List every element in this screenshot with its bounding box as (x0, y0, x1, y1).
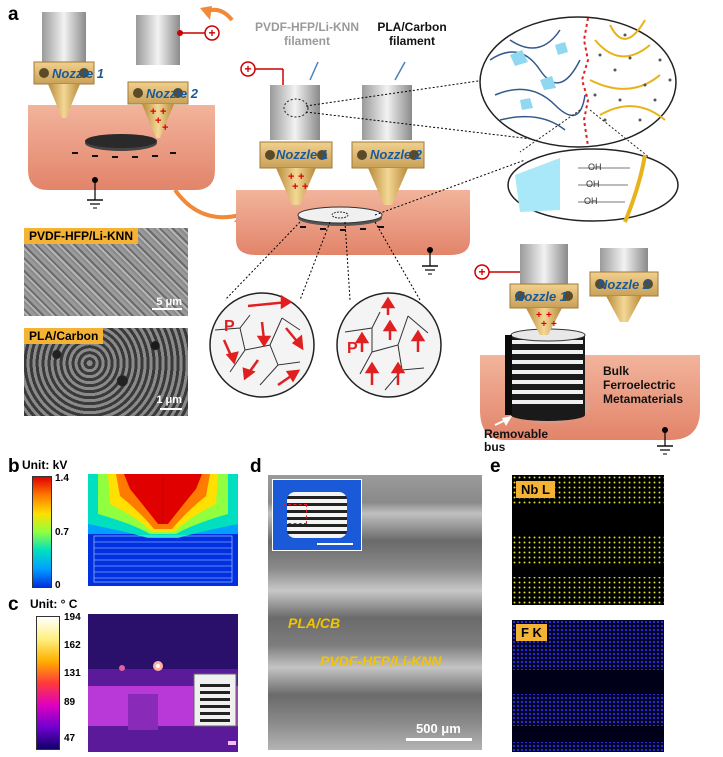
panel-b-unit: Unit: kV (22, 458, 68, 472)
svg-text:+: + (244, 62, 251, 76)
nozzle1-label-left: Nozzle 1 (52, 66, 105, 81)
panel-c-colorbar (36, 616, 60, 750)
panel-d-label-pvdf: PVDF-HFP/Li-KNN (320, 653, 442, 669)
panel-e-nb-map: Nb L (512, 475, 664, 605)
svg-text:+: + (155, 115, 161, 127)
panel-a-schematic: + ++++ ++++ + (28, 6, 700, 455)
panel-d-sem-cross-section: PLA/CB PVDF-HFP/Li-KNN 500 μm (268, 475, 482, 750)
filament2-label: PLA/Carbon filament (377, 20, 447, 48)
sem-pla-scale: 1 μm (156, 394, 182, 406)
svg-text:+: + (298, 171, 304, 183)
sem-pla-label: PLA/Carbon (24, 328, 104, 344)
sem-pvdf-label: PVDF-HFP/Li-KNN (24, 228, 138, 244)
grain-p-right: P (347, 340, 358, 357)
nozzle2-label-center: Nozzle 2 (370, 147, 423, 162)
panel-b-tick-max: 1.4 (55, 473, 69, 484)
panel-label-b: b (8, 456, 20, 477)
panel-d-scale-text: 500 μm (416, 721, 461, 736)
svg-text:+: + (541, 319, 547, 330)
svg-text:+: + (292, 181, 298, 193)
oh-label-2: OH (586, 179, 600, 189)
svg-text:+: + (551, 319, 557, 330)
panel-d-inset-photo (272, 479, 362, 551)
panel-label-a: a (8, 4, 19, 25)
svg-text:+: + (208, 26, 215, 40)
polymer-network-ellipse (479, 16, 677, 148)
panel-c-tick-194: 194 (64, 612, 81, 623)
panel-label-d: d (250, 456, 262, 477)
panel-b-tick-mid: 0.7 (55, 527, 69, 538)
nozzle2-label-left: Nozzle 2 (146, 86, 199, 101)
svg-text:+: + (478, 265, 485, 279)
svg-text:+: + (546, 310, 552, 321)
panel-c-tick-89: 89 (64, 697, 76, 708)
nozzle2-label-right: Nozzle 2 (598, 277, 651, 292)
bulk-cylinder (505, 328, 586, 421)
nozzle2-body-left (136, 15, 180, 65)
grain-circle-random (209, 292, 315, 398)
svg-text:+: + (160, 106, 166, 118)
removable-bus-label: Removable bus (484, 427, 549, 454)
nozzle1-label-center: Nozzle 1 (276, 147, 329, 162)
panel-e-f-label: F K (516, 624, 547, 641)
oh-label-3: OH (584, 196, 598, 206)
sem-pla-scalebar (160, 408, 182, 410)
panel-e-nb-label: Nb L (516, 481, 555, 498)
panel-c-tick-47: 47 (64, 733, 76, 744)
panel-b-tick-min: 0 (55, 580, 61, 591)
svg-text:+: + (302, 181, 308, 193)
sem-pvdf-scalebar (152, 308, 182, 310)
panel-c-tick-162: 162 (64, 640, 81, 651)
filament1-label: PVDF-HFP/Li-KNN filament (255, 20, 359, 48)
oh-label-1: OH (588, 162, 602, 172)
bulk-metamaterial-label: Bulk Ferroelectric Metamaterials (603, 364, 684, 406)
nozzle1-label-right: Nozzle 1 (515, 289, 568, 304)
sem-image-pvdf: PVDF-HFP/Li-KNN 5 μm (24, 228, 188, 316)
panel-label-e: e (490, 456, 501, 477)
panel-b-field-map (88, 474, 238, 586)
sem-pvdf-scale: 5 μm (156, 296, 182, 308)
panel-d-label-placb: PLA/CB (288, 615, 341, 631)
panel-c-thermal-image (88, 614, 238, 752)
nozzle1-body-left (42, 12, 86, 62)
panel-d-scalebar (406, 738, 472, 741)
panel-c-tick-131: 131 (64, 668, 81, 679)
panel-e-f-map: F K (512, 620, 664, 752)
panel-b-colorbar (32, 476, 52, 588)
svg-text:+: + (288, 171, 294, 183)
interface-ellipse (507, 148, 679, 223)
grain-p-left: P (224, 318, 235, 335)
svg-text:+: + (536, 310, 542, 321)
svg-text:+: + (162, 122, 168, 134)
grain-circle-poled (336, 292, 442, 398)
sem-image-pla: PLA/Carbon 1 μm (24, 328, 188, 416)
panel-label-c: c (8, 594, 19, 615)
panel-c-unit: Unit: ° C (30, 597, 78, 611)
svg-text:+: + (150, 106, 156, 118)
